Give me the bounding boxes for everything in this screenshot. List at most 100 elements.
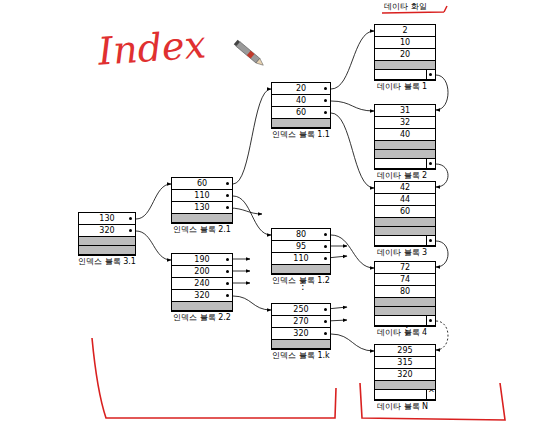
data-block: 313240데이타 블록 2: [374, 104, 436, 170]
ellipsis-mark: ⋮: [298, 280, 308, 291]
pointer-dot: [226, 294, 229, 297]
entry-row: 190: [172, 254, 232, 266]
key-value: 60: [296, 108, 306, 117]
entry-row: 40: [375, 129, 435, 141]
pointer-cell: [426, 316, 435, 325]
entry-row: 2: [375, 25, 435, 37]
pointer-row: [375, 159, 435, 169]
entry-row: 74: [375, 274, 435, 286]
index-block: 60110130인덱스 블록 2.1: [171, 177, 233, 224]
empty-slot: [375, 227, 435, 236]
pointer-cell: [426, 236, 435, 245]
pointer-dot: [324, 111, 327, 114]
block-caption: 인덱스 블록 2.1: [162, 225, 242, 234]
entry-row: 320: [272, 328, 330, 340]
pointer-dot: [324, 257, 327, 260]
pointer-dot: [324, 233, 327, 236]
key-value: 32: [400, 118, 410, 127]
entry-row: 320: [79, 225, 135, 237]
block-caption: 데이타 블록 N: [377, 402, 428, 411]
index-pointer: [331, 334, 374, 351]
null-pointer: ^: [428, 389, 435, 398]
index-pointer: [331, 113, 374, 188]
entry-row: 31: [375, 105, 435, 117]
key-value: 40: [400, 130, 410, 139]
key-value: 60: [400, 207, 410, 216]
chain-pointer: [436, 321, 448, 350]
index-pointer: [331, 31, 374, 89]
key-value: 320: [194, 291, 209, 300]
entry-row: 10: [375, 37, 435, 49]
pointer-dot: [324, 99, 327, 102]
empty-slot: [375, 298, 435, 307]
key-value: 31: [400, 106, 410, 115]
pointer-dot: [129, 229, 132, 232]
empty-slot: [375, 381, 435, 390]
pointer-dot: [226, 182, 229, 185]
section-title: 데이타 화일: [384, 1, 427, 12]
key-value: 40: [296, 96, 306, 105]
block-caption: 인덱스 블록 2.2: [162, 313, 242, 322]
key-value: 250: [293, 305, 308, 314]
key-value: 95: [296, 242, 306, 251]
pointer-row: [375, 390, 435, 400]
entry-row: 60: [172, 178, 232, 190]
entry-row: 80: [375, 286, 435, 298]
entry-row: 60: [375, 206, 435, 218]
entry-row: 130: [172, 202, 232, 214]
entry-row: 42: [375, 182, 435, 194]
key-value: 270: [293, 317, 308, 326]
block-caption: 인덱스 블록 3.1: [69, 257, 145, 266]
key-value: 320: [293, 329, 308, 338]
key-value: 240: [194, 279, 209, 288]
key-value: 315: [397, 358, 412, 367]
key-value: 2: [402, 26, 407, 35]
key-value: 200: [194, 267, 209, 276]
block-caption: 인덱스 블록 1.1: [262, 130, 340, 139]
entry-row: 44: [375, 194, 435, 206]
index-block: 190200240320인덱스 블록 2.2: [171, 253, 233, 312]
data-block: 21020데이타 블록 1: [374, 24, 436, 81]
key-value: 74: [400, 275, 410, 284]
pointer-dot: [129, 217, 132, 220]
entry-row: 250: [272, 304, 330, 316]
block-caption: 데이타 블록 1: [377, 82, 427, 91]
key-value: 130: [194, 203, 209, 212]
pointer-cell: [426, 159, 435, 168]
pointer-row: [375, 316, 435, 326]
index-pointer: [136, 184, 171, 219]
pointer-dot: [226, 258, 229, 261]
pointer-dot: [429, 319, 432, 322]
entry-row: 110: [172, 190, 232, 202]
chain-pointer: [436, 75, 448, 110]
entry-row: 72: [375, 262, 435, 274]
block-caption: 데이타 블록 2: [377, 171, 427, 180]
pointer-dot: [226, 206, 229, 209]
empty-slot: [375, 150, 435, 159]
pointer-dot: [429, 162, 432, 165]
index-pointer: [233, 196, 271, 235]
entry-row: 40: [272, 95, 330, 107]
empty-slot: [375, 218, 435, 227]
chain-pointer: [436, 241, 448, 267]
pointer-dot: [226, 270, 229, 273]
index-pointer: [331, 101, 374, 111]
index-pointer: [233, 89, 271, 184]
key-value: 10: [400, 38, 410, 47]
key-value: 110: [293, 254, 308, 263]
empty-slot: [272, 119, 330, 128]
pointer-dot: [226, 194, 229, 197]
index-pointer: [331, 235, 374, 268]
key-value: 60: [197, 179, 207, 188]
key-value: 20: [400, 50, 410, 59]
pointer-dot: [429, 73, 432, 76]
index-pointer: [233, 296, 271, 310]
empty-slot: [272, 265, 330, 274]
empty-slot: [79, 246, 135, 255]
key-value: 20: [296, 84, 306, 93]
empty-slot: [375, 61, 435, 70]
pencil-icon: [234, 40, 265, 68]
block-caption: 데이타 블록 3: [377, 248, 427, 257]
pointer-dot: [324, 308, 327, 311]
key-value: 80: [296, 230, 306, 239]
